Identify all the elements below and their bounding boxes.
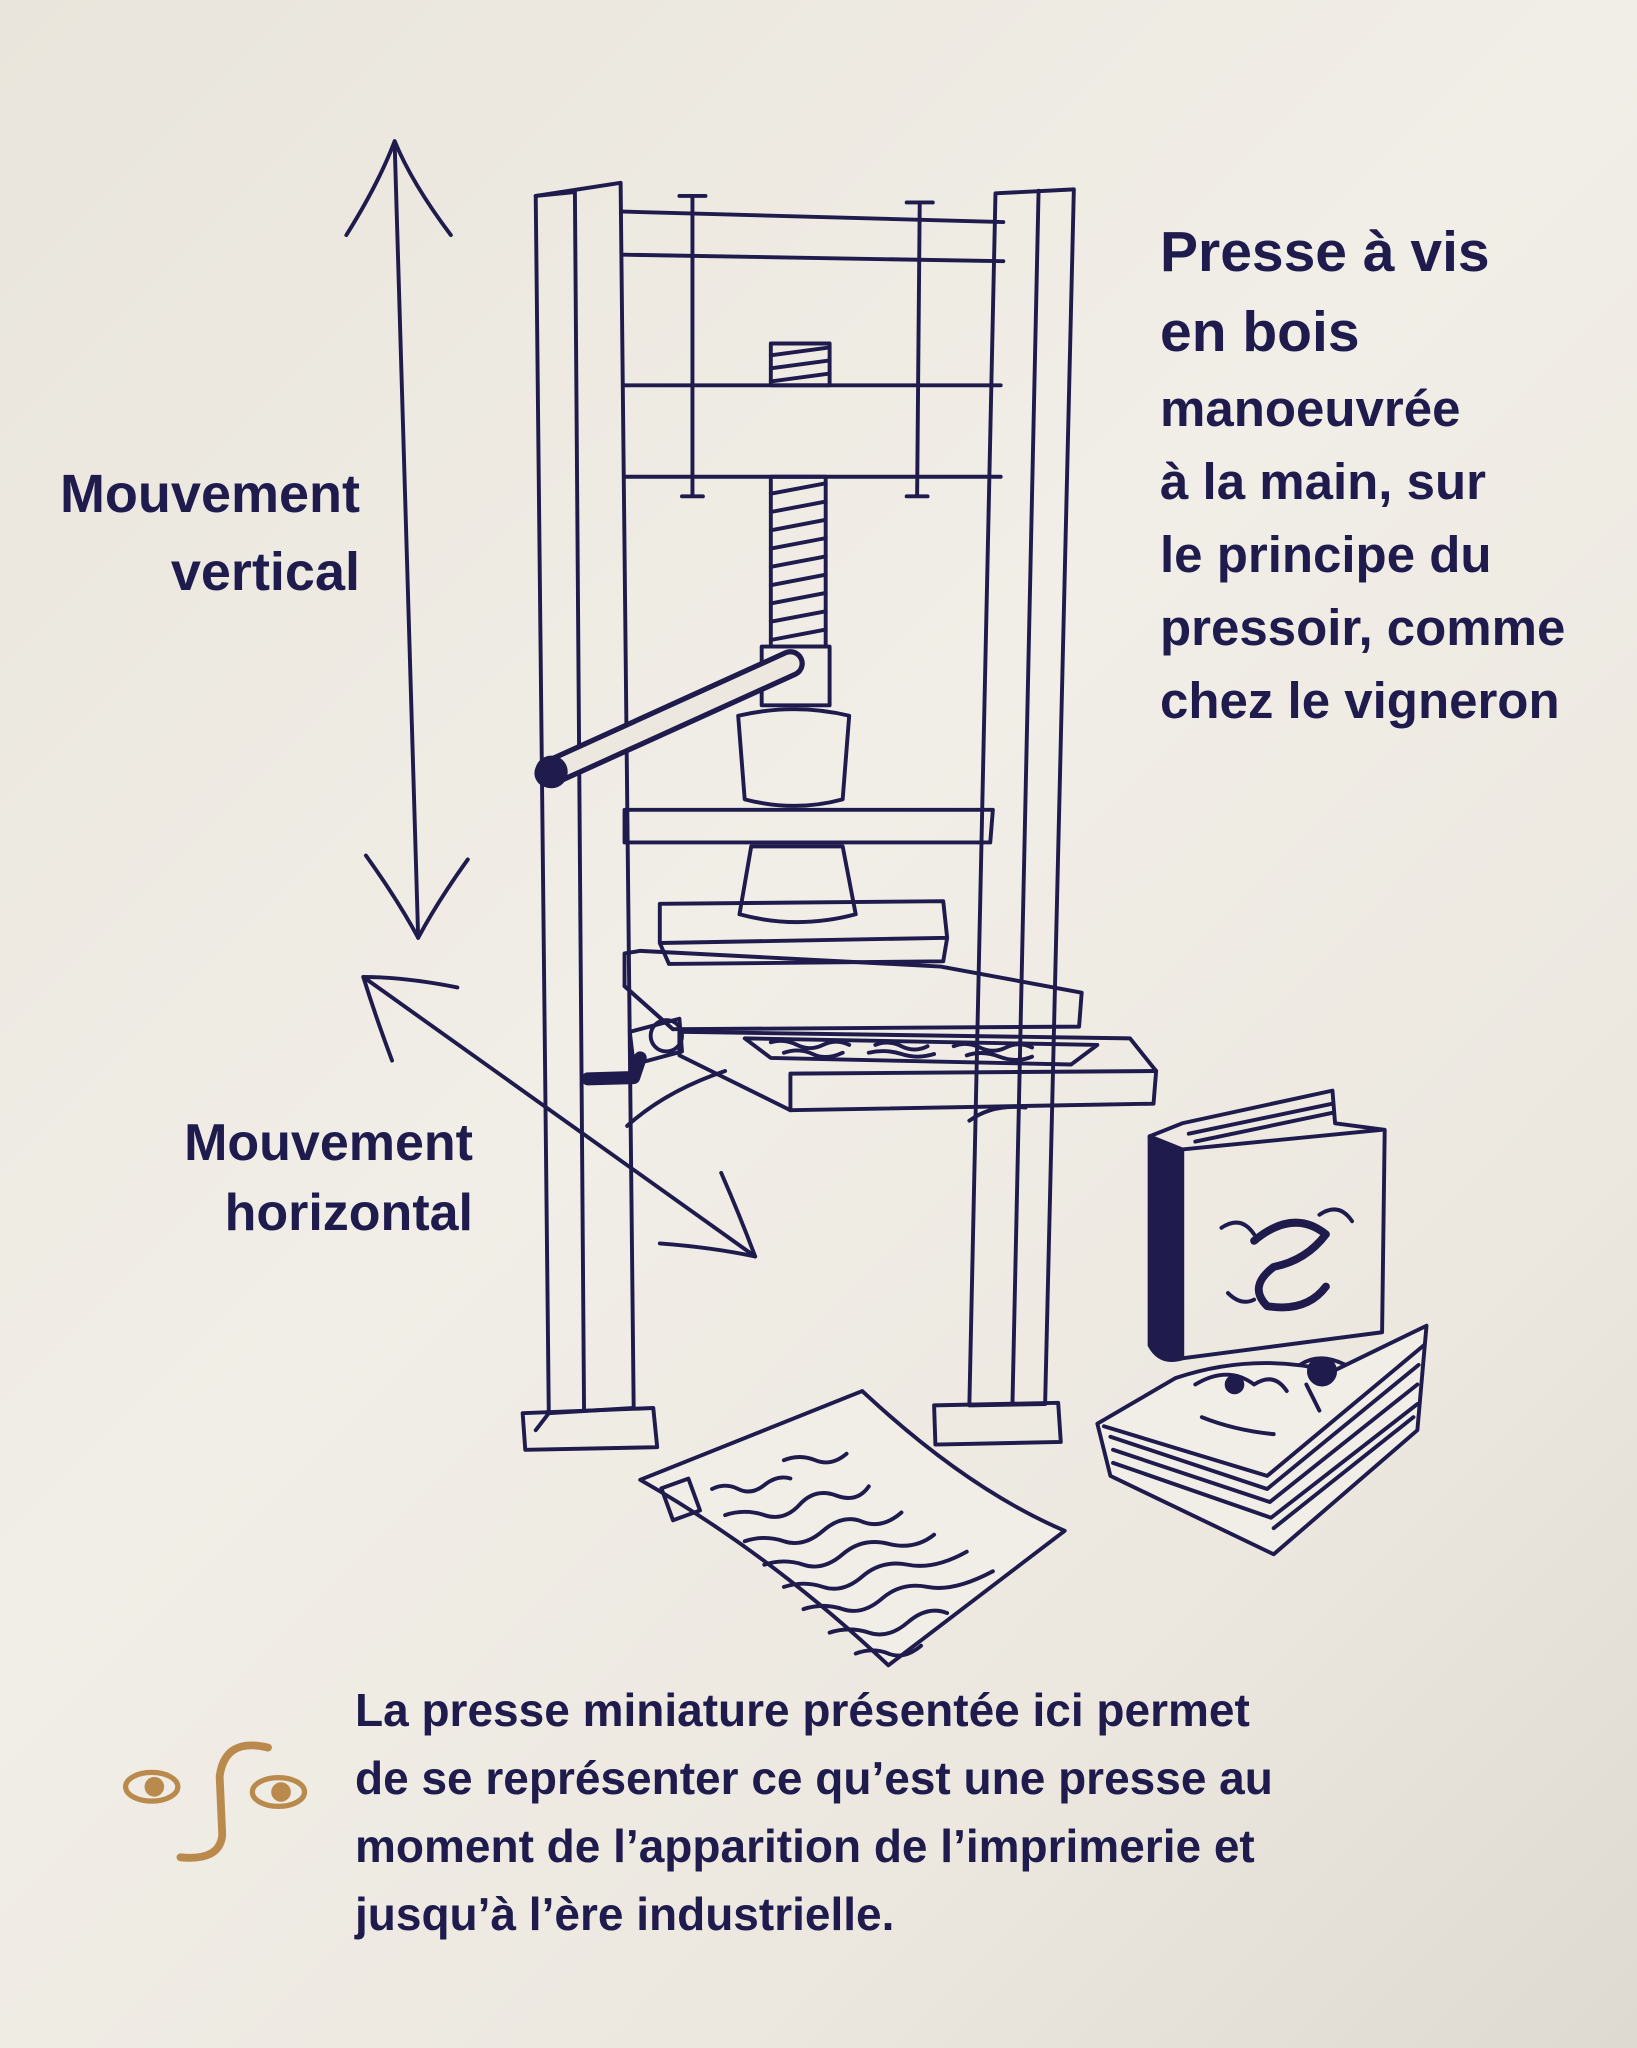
description-line: à la main, sur [1160,453,1486,510]
description-line: chez le vigneron [1160,672,1560,729]
label-line: Mouvement [59,464,360,524]
label-line: Mouvement [184,1114,473,1172]
description-title: en bois [1160,300,1360,364]
printed-sheet-icon [638,1389,1067,1668]
books-icon [1095,1088,1429,1557]
press-frame [520,180,1159,1452]
vertical-movement-label: Mouvement vertical [60,455,360,611]
label-line: horizontal [224,1184,473,1242]
vertical-arrow-icon [344,139,470,940]
note-line: moment de l’apparition de l’imprimerie e… [355,1820,1255,1872]
description-title: Presse à vis [1160,220,1490,284]
miniature-press-note: La presse miniature présentée ici permet… [355,1676,1273,1948]
note-line: de se représenter ce qu’est une presse a… [355,1752,1273,1804]
label-line: vertical [170,542,360,602]
look-eyes-icon [122,1741,308,1862]
note-line: jusqu’à l’ère industrielle. [355,1888,895,1940]
press-description: Presse à vis en bois manoeuvrée à la mai… [1160,212,1565,737]
horizontal-arrow-icon [361,975,758,1259]
description-line: manoeuvrée [1160,380,1461,437]
description-line: le principe du [1160,526,1492,583]
note-line: La presse miniature présentée ici permet [355,1684,1250,1736]
description-line: pressoir, comme [1160,599,1566,656]
horizontal-movement-label: Mouvement horizontal [184,1108,473,1248]
